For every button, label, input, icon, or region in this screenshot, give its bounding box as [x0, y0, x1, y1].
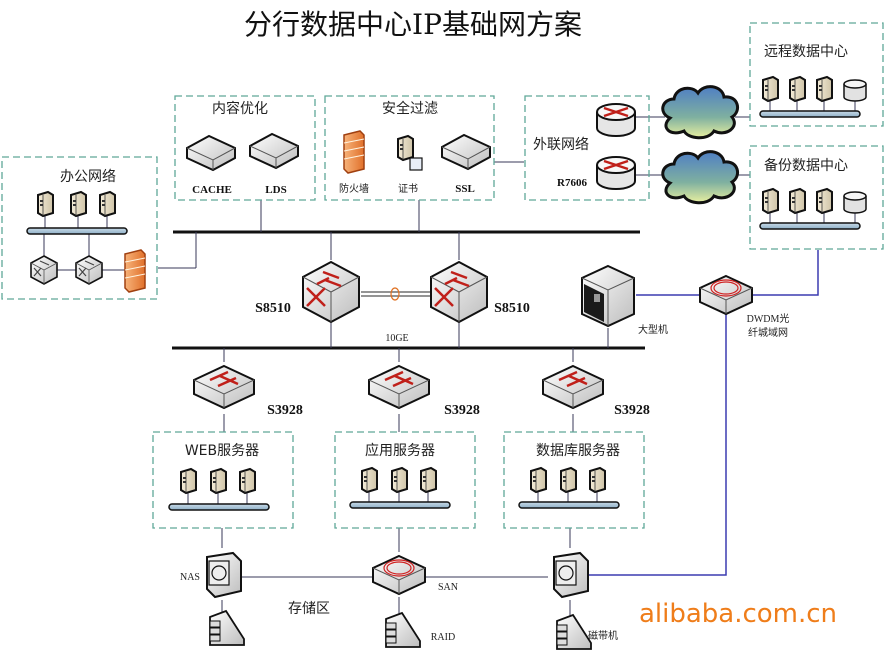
dwdm-label-line1: DWDM光 — [747, 312, 790, 325]
dwdm-links — [583, 250, 819, 576]
backup-lan-bar — [759, 222, 861, 230]
group-content-optimization: 内容优化 CACHE LDS — [174, 95, 316, 201]
storage-zone: NAS SAN 存储区 RAID 磁带机 — [180, 552, 618, 650]
group-external-network: 外联网络 R7606 — [524, 95, 650, 201]
remote-lan-bar — [759, 110, 861, 118]
backup-server-icon — [789, 188, 806, 214]
access-switch-db-label: S3928 — [614, 403, 650, 418]
diagram-title: 分行数据中心IP基础网方案 — [244, 8, 582, 41]
app-lan-bar — [349, 501, 451, 509]
san-label: SAN — [438, 582, 458, 593]
group-backup-datacenter: 备份数据中心 — [749, 145, 884, 250]
core-switch-left-label: S8510 — [255, 301, 291, 316]
tape-controller-icon — [553, 552, 589, 598]
10ge-link — [361, 287, 430, 301]
access-switch-db-icon — [541, 364, 605, 410]
router-r7606-icon — [595, 155, 637, 191]
tape-label: 磁带机 — [588, 629, 618, 642]
office-firewall-icon — [124, 249, 146, 293]
remote-server-icon — [816, 76, 833, 102]
app-server-icon — [420, 467, 437, 493]
router-icon — [595, 102, 637, 138]
app-server-icon — [361, 467, 378, 493]
nas-icon — [206, 552, 242, 598]
link-speed-label: 10GE — [385, 333, 408, 344]
dwdm-label-line2: 纤城域网 — [748, 326, 788, 339]
tape-library-icon — [556, 614, 592, 650]
nas-storage-icon — [209, 610, 245, 646]
office-lan-bar — [26, 227, 128, 235]
app-server-icon — [391, 467, 408, 493]
office-server-icon — [99, 191, 116, 217]
firewall-label: 防火墙 — [339, 182, 369, 195]
cache-label: CACHE — [192, 184, 232, 196]
backup-storage-icon — [843, 191, 867, 214]
web-server-icon — [180, 468, 197, 494]
group-label-security: 安全过滤 — [382, 100, 438, 117]
web-server-icon — [239, 468, 256, 494]
core-switch-left-icon — [301, 260, 361, 324]
db-lan-bar — [518, 501, 620, 509]
remote-server-icon — [762, 76, 779, 102]
group-label-app: 应用服务器 — [365, 442, 435, 459]
backup-server-icon — [762, 188, 779, 214]
access-switch-app-icon — [367, 364, 431, 410]
group-label-external: 外联网络 — [533, 137, 589, 153]
san-switch-icon — [372, 555, 426, 595]
mainframe-label: 大型机 — [638, 323, 668, 336]
db-server-icon — [530, 467, 547, 493]
group-remote-datacenter: 远程数据中心 — [749, 22, 884, 127]
links — [158, 116, 750, 616]
group-app-servers: 应用服务器 — [334, 431, 476, 529]
cache-icon — [186, 135, 236, 171]
group-label-remote-dc: 远程数据中心 — [764, 44, 848, 60]
remote-storage-icon — [843, 79, 867, 102]
ssl-icon — [441, 134, 491, 170]
firewall-icon — [343, 130, 365, 174]
core-switch-right-icon — [429, 260, 489, 324]
raid-icon — [385, 612, 421, 648]
group-label-backup-dc: 备份数据中心 — [764, 157, 848, 174]
remote-server-icon — [789, 76, 806, 102]
watermark: alibaba.com.cn — [639, 599, 837, 629]
nas-label: NAS — [180, 572, 200, 583]
lds-icon — [249, 133, 299, 169]
dwdm-device-icon — [699, 275, 753, 315]
access-switch-app-label: S3928 — [444, 403, 480, 418]
wan-cloud-icon — [661, 85, 740, 140]
core-switch-right-label: S8510 — [494, 301, 530, 316]
group-web-servers: WEB服务器 — [152, 431, 294, 529]
wan-cloud-icon — [661, 150, 740, 205]
office-switch-icon — [30, 255, 58, 285]
lds-label: LDS — [265, 184, 286, 196]
db-server-icon — [560, 467, 577, 493]
access-switch-web-icon — [192, 364, 256, 410]
ssl-label: SSL — [455, 183, 475, 195]
group-label-db: 数据库服务器 — [536, 443, 620, 459]
group-label-web: WEB服务器 — [185, 443, 259, 459]
db-server-icon — [589, 467, 606, 493]
group-security-filtering: 安全过滤 防火墙 证书 SSL — [324, 95, 495, 201]
mainframe-icon — [581, 265, 635, 327]
web-server-icon — [210, 468, 227, 494]
group-label-content: 内容优化 — [212, 100, 268, 117]
group-db-servers: 数据库服务器 — [503, 431, 645, 529]
router-label: R7606 — [557, 177, 587, 189]
web-lan-bar — [168, 503, 270, 511]
certificate-server-icon — [397, 135, 414, 161]
certificate-icon — [409, 157, 423, 171]
group-label-office: 办公网络 — [60, 169, 116, 185]
group-office-network: 办公网络 — [1, 156, 158, 300]
office-switch-icon — [75, 255, 103, 285]
certificate-label: 证书 — [398, 183, 418, 195]
storage-zone-label: 存储区 — [288, 601, 330, 617]
raid-label: RAID — [431, 632, 455, 643]
office-server-icon — [37, 191, 54, 217]
backup-server-icon — [816, 188, 833, 214]
office-server-icon — [70, 191, 87, 217]
access-switch-web-label: S3928 — [267, 403, 303, 418]
